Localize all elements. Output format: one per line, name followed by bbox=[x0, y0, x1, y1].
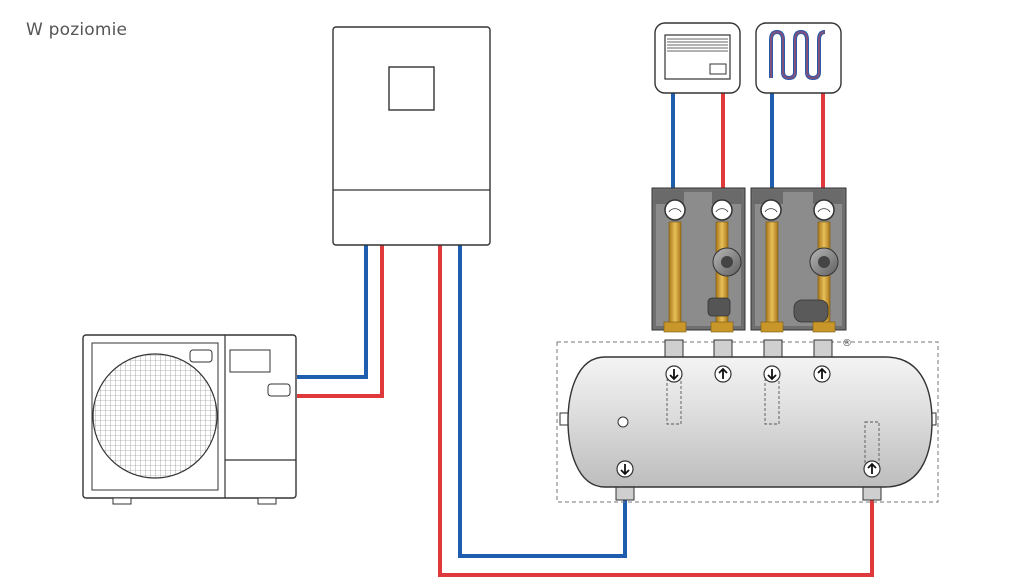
indoor-unit bbox=[332, 26, 491, 246]
thermometer-icon bbox=[711, 199, 733, 221]
arrow-down-icon bbox=[763, 365, 781, 383]
arrow-down-icon bbox=[665, 365, 683, 383]
return-pipe-outdoor-indoor bbox=[297, 245, 368, 379]
underfloor-heating-icon bbox=[755, 22, 842, 94]
radiator-icon bbox=[654, 22, 741, 94]
arrow-down-icon bbox=[616, 460, 634, 478]
page-title: W poziomie bbox=[26, 20, 128, 40]
supply-pipe-indoor-tank bbox=[438, 245, 874, 577]
buffer-marker: ® bbox=[842, 338, 852, 349]
return-pipe-tank-indoor bbox=[458, 245, 627, 558]
pipe-network bbox=[297, 92, 874, 577]
thermometer-icon bbox=[664, 199, 686, 221]
thermometer-icon bbox=[813, 199, 835, 221]
supply-pipe-outdoor-indoor bbox=[297, 245, 384, 398]
sensor-pocket bbox=[617, 416, 629, 428]
indoor-unit-display bbox=[388, 66, 435, 111]
arrow-up-icon bbox=[714, 365, 732, 383]
outdoor-unit bbox=[82, 334, 297, 505]
thermometer-icon bbox=[760, 199, 782, 221]
outdoor-fan-grill bbox=[92, 353, 218, 479]
pump-group-1 bbox=[651, 187, 746, 333]
arrow-up-icon bbox=[813, 365, 831, 383]
tank-boundary bbox=[556, 341, 939, 503]
mixing-valve-icon bbox=[793, 299, 829, 323]
arrow-up-icon bbox=[863, 460, 881, 478]
buffer-tank: ® bbox=[556, 338, 939, 503]
pump-group-2 bbox=[750, 187, 847, 333]
